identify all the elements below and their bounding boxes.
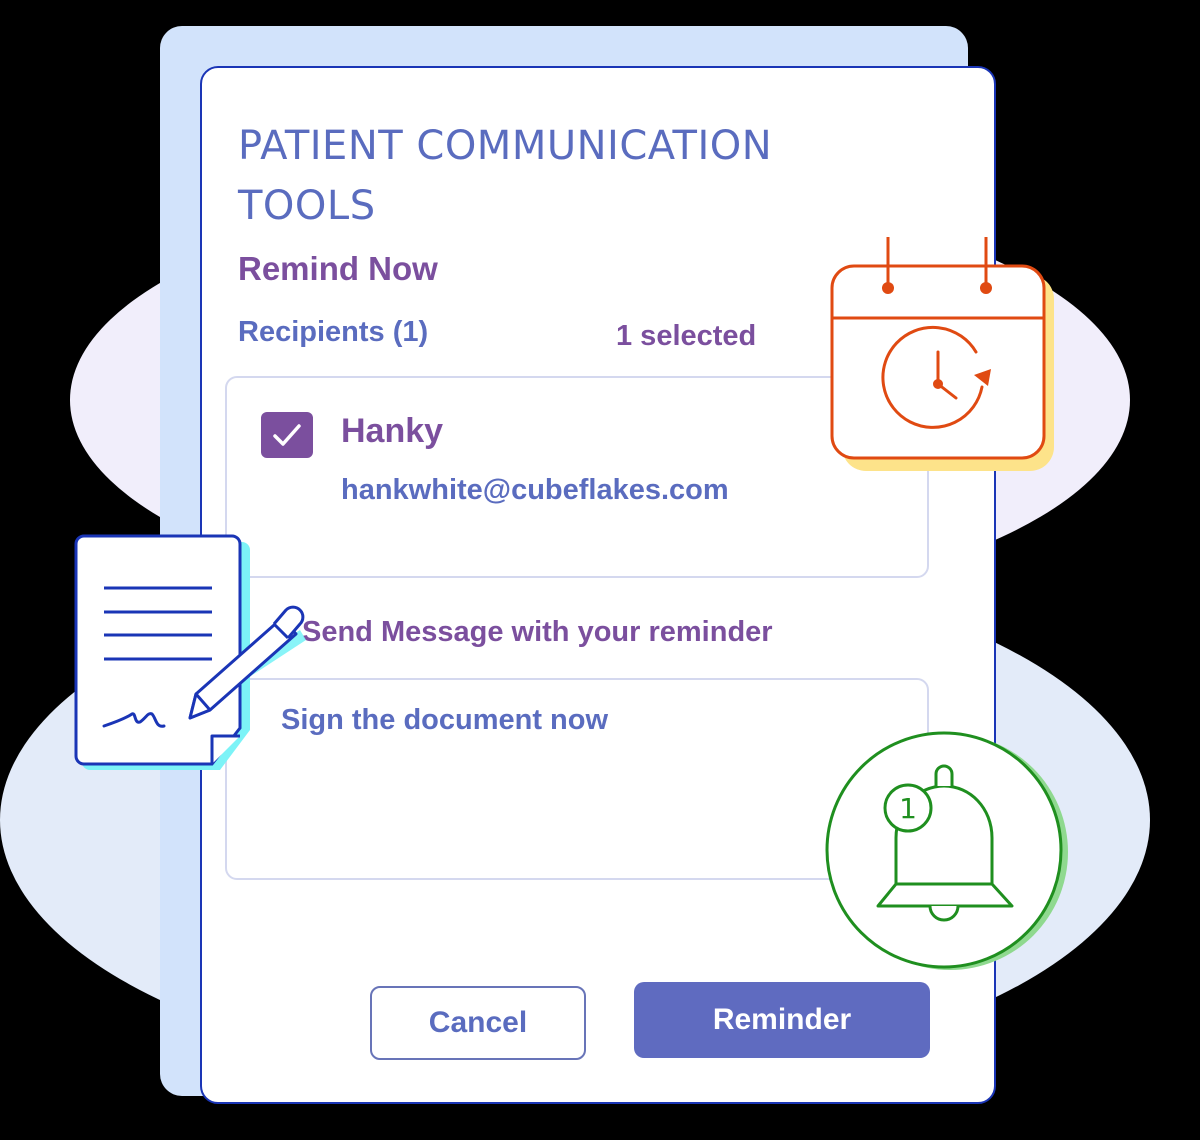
recipient-name: Hanky (341, 412, 444, 450)
recipient-email: hankwhite@cubeflakes.com (341, 474, 729, 506)
message-label: Send Message with your reminder (302, 616, 773, 648)
recipients-label: Recipients (1) (238, 316, 429, 348)
selected-count: 1 selected (616, 320, 757, 352)
document-signature-icon (74, 532, 314, 772)
cancel-button[interactable]: Cancel (370, 986, 586, 1060)
dialog-subtitle: Remind Now (238, 250, 438, 287)
reminder-button[interactable]: Reminder (634, 982, 930, 1058)
dialog-title: PATIENT COMMUNICATION TOOLS (238, 123, 773, 229)
calendar-clock-icon (826, 232, 1066, 477)
message-textarea[interactable]: Sign the document now (225, 678, 929, 880)
message-text: Sign the document now (281, 704, 609, 736)
recipient-list: Hanky hankwhite@cubeflakes.com (225, 376, 929, 578)
checkmark-icon (273, 424, 301, 446)
notification-bell-icon: 1 (824, 728, 1080, 976)
bell-badge-count: 1 (899, 792, 917, 825)
recipient-checkbox[interactable] (261, 412, 313, 458)
